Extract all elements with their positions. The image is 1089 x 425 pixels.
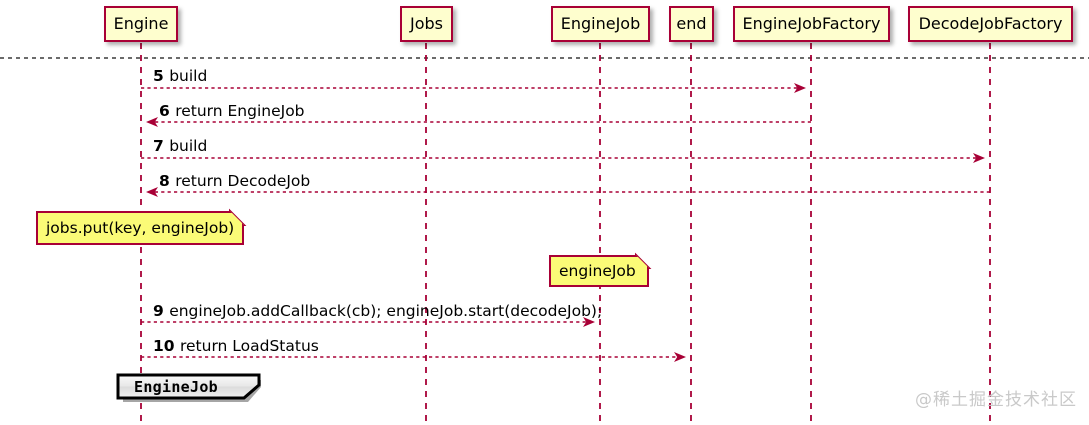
note-jobs-put[interactable]: jobs.put(key, engineJob) xyxy=(36,211,244,245)
message-label-10: 10 return LoadStatus xyxy=(153,337,319,355)
participant-jobs[interactable]: Jobs xyxy=(400,6,453,42)
message-seq: 8 xyxy=(159,172,176,190)
participant-label: EngineJob xyxy=(560,14,641,33)
participant-decodejobfactory[interactable]: DecodeJobFactory xyxy=(908,6,1073,42)
message-text: return EngineJob xyxy=(175,102,305,120)
participant-engine[interactable]: Engine xyxy=(104,6,178,42)
watermark-text: @稀土掘金技术社区 xyxy=(915,390,1077,410)
message-label-7: 7 build xyxy=(153,137,208,155)
terminator-shape xyxy=(116,373,261,402)
note-enginejob[interactable]: engineJob xyxy=(549,255,649,287)
participant-label: DecodeJobFactory xyxy=(918,14,1063,33)
terminator-label: EngineJob xyxy=(134,377,218,396)
participant-label: Jobs xyxy=(410,14,443,33)
message-text: build xyxy=(169,137,208,155)
participant-label: EngineJobFactory xyxy=(742,14,881,33)
watermark: @稀土掘金技术社区 xyxy=(915,385,1077,410)
message-text: return DecodeJob xyxy=(175,172,311,190)
message-text: return LoadStatus xyxy=(179,337,319,355)
participant-end[interactable]: end xyxy=(669,6,714,42)
participant-enginejobfactory[interactable]: EngineJobFactory xyxy=(733,6,890,42)
message-label-8: 8 return DecodeJob xyxy=(159,172,311,190)
message-label-9: 9 engineJob.addCallback(cb); engineJob.s… xyxy=(153,302,603,320)
lifelines xyxy=(140,43,991,425)
engine-job-terminator[interactable]: EngineJob xyxy=(118,375,259,398)
message-text: build xyxy=(169,67,208,85)
note-text: jobs.put(key, engineJob) xyxy=(46,219,235,237)
message-label-5: 5 build xyxy=(153,67,208,85)
participant-enginejob[interactable]: EngineJob xyxy=(551,6,650,42)
participant-label: Engine xyxy=(113,14,169,33)
message-seq: 7 xyxy=(153,137,170,155)
message-text: engineJob.addCallback(cb); engineJob.sta… xyxy=(169,302,603,320)
message-label-6: 6 return EngineJob xyxy=(159,102,305,120)
message-seq: 5 xyxy=(153,67,170,85)
message-seq: 9 xyxy=(153,302,170,320)
message-arrows xyxy=(141,83,990,362)
participant-label: end xyxy=(676,14,707,33)
message-seq: 6 xyxy=(159,102,176,120)
note-text: engineJob xyxy=(559,262,636,280)
message-seq: 10 xyxy=(153,337,180,355)
